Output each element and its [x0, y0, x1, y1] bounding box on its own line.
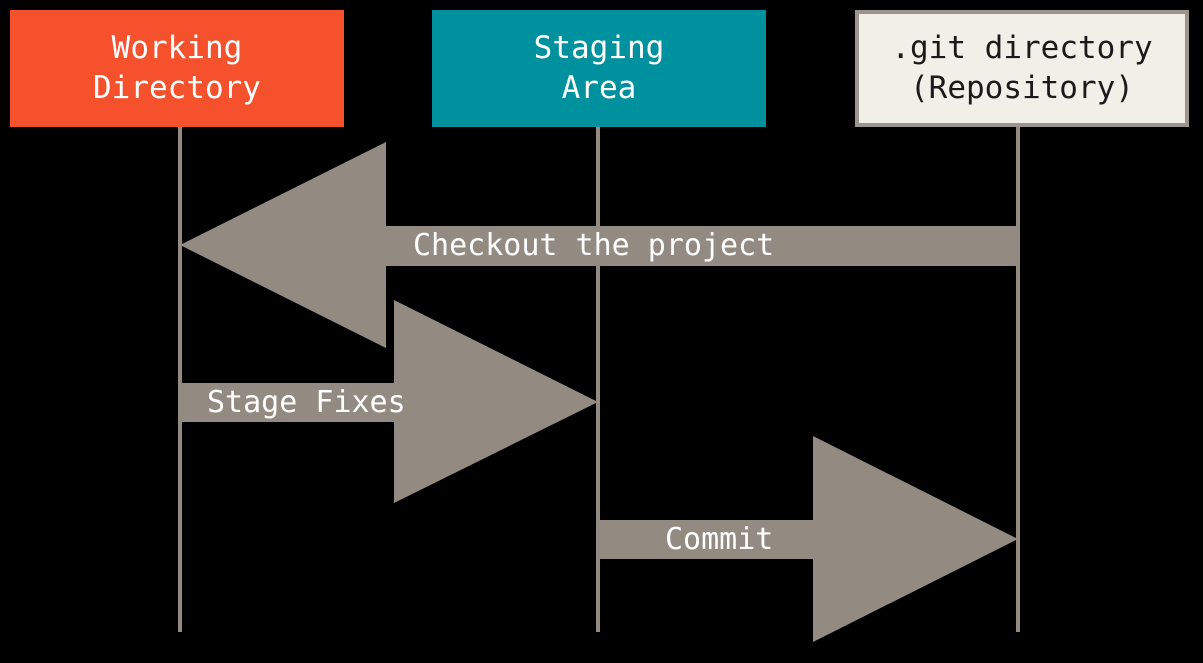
arrow-label-checkout: Checkout the project [413, 228, 775, 263]
arrow-commit-shape [598, 436, 1018, 642]
arrow-stage-shape [180, 300, 598, 503]
arrow-label-stage-fixes: Stage Fixes [207, 385, 406, 420]
arrow-label-commit: Commit [665, 522, 774, 557]
lifeline-git-directory [1016, 127, 1020, 632]
lifeline-staging-area [596, 127, 600, 632]
node-working-directory[interactable]: Working Directory [10, 10, 344, 127]
arrow-checkout-shape [180, 142, 1018, 348]
node-staging-area[interactable]: Staging Area [432, 10, 766, 127]
lifeline-working-directory [178, 127, 182, 632]
node-git-directory-repository[interactable]: .git directory (Repository) [855, 10, 1189, 127]
